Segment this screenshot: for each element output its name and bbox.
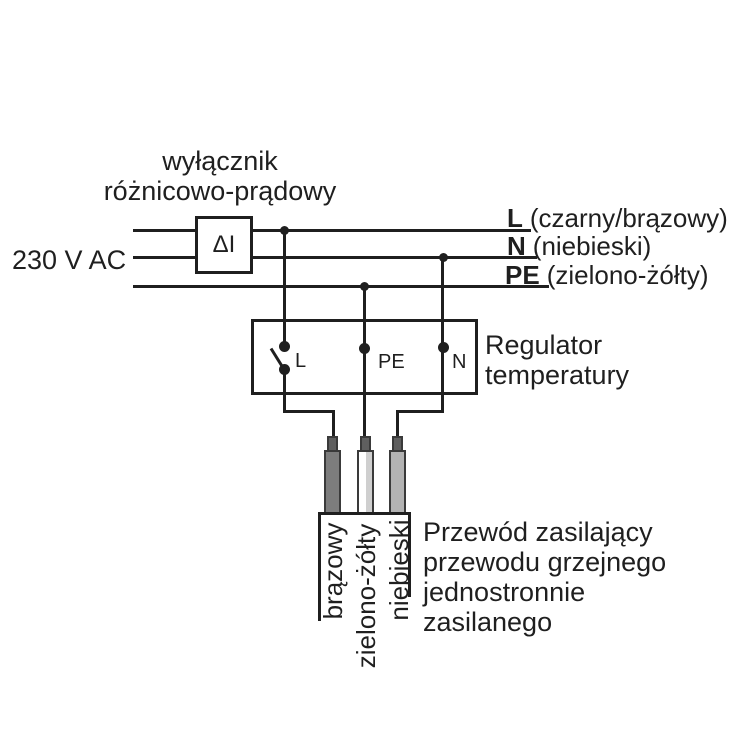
- cable-description-line3: jednostronnie: [423, 577, 586, 607]
- wire-n-jog: [396, 410, 444, 413]
- wire-n-horizontal: [133, 256, 537, 259]
- wire-n-to-connector: [396, 410, 399, 438]
- connector-body-brown: [324, 450, 341, 515]
- terminal-dot-n: [438, 342, 449, 353]
- breaker-label-line1: wyłącznik: [162, 146, 278, 176]
- regulator-box: [251, 319, 478, 395]
- cable-description-line1: Przewód zasilający: [423, 517, 653, 547]
- wire-pe-drop: [363, 285, 366, 438]
- regulator-terminal-pe-label: PE: [378, 351, 405, 373]
- sheath-left-edge: [318, 512, 321, 621]
- wire-pe-horizontal: [133, 285, 549, 288]
- regulator-caption: Regulator temperatury: [485, 330, 629, 390]
- connector-body-blue: [389, 450, 406, 515]
- line-label-l-desc: (czarny/brązowy): [529, 203, 728, 233]
- line-label-n-letter: N: [507, 231, 526, 261]
- terminal-dot-pe: [359, 343, 370, 354]
- cable-description: Przewód zasilający przewodu grzejnego je…: [423, 517, 666, 637]
- wire-l-drop-upper: [283, 229, 286, 349]
- line-label-pe-letter: PE: [505, 260, 540, 290]
- wire-color-label-green-yellow: zielono-żółty: [351, 523, 381, 669]
- sheath-right-edge: [408, 512, 411, 597]
- line-label-l-letter: L: [507, 203, 523, 233]
- wire-l-to-connector: [332, 410, 335, 438]
- line-label-pe-desc: (zielono-żółty): [546, 260, 709, 290]
- cable-description-line2: przewodu grzejnego: [423, 547, 667, 577]
- wire-l-jog: [283, 410, 335, 413]
- line-label-n: N (niebieski): [507, 232, 651, 260]
- regulator-terminal-l-label: L: [295, 350, 307, 372]
- line-label-pe: PE (zielono-żółty): [505, 261, 709, 289]
- wire-n-drop: [441, 256, 444, 413]
- rcd-breaker-box: ΔI: [195, 216, 253, 274]
- regulator-caption-line1: Regulator: [485, 330, 603, 360]
- line-label-l: L (czarny/brązowy): [507, 204, 728, 232]
- rcd-breaker-symbol: ΔI: [212, 231, 236, 258]
- wire-color-label-blue: niebieski: [384, 519, 414, 621]
- regulator-terminal-n-label: N: [452, 351, 467, 373]
- wire-l-horizontal: [133, 229, 531, 232]
- cable-description-line4: zasilanego: [423, 607, 553, 637]
- source-voltage-label: 230 V AC: [12, 245, 127, 275]
- sheath-top-edge: [318, 512, 411, 515]
- connector-body-green-yellow: [357, 450, 374, 515]
- wire-l-drop-lower: [283, 368, 286, 413]
- line-label-n-desc: (niebieski): [532, 231, 652, 261]
- regulator-caption-line2: temperatury: [485, 360, 630, 390]
- terminal-dot-l-top: [279, 341, 290, 352]
- breaker-label: wyłącznik różnicowo-prądowy: [96, 146, 344, 206]
- wire-color-label-brown: brązowy: [318, 522, 348, 620]
- breaker-label-line2: różnicowo-prądowy: [103, 176, 337, 206]
